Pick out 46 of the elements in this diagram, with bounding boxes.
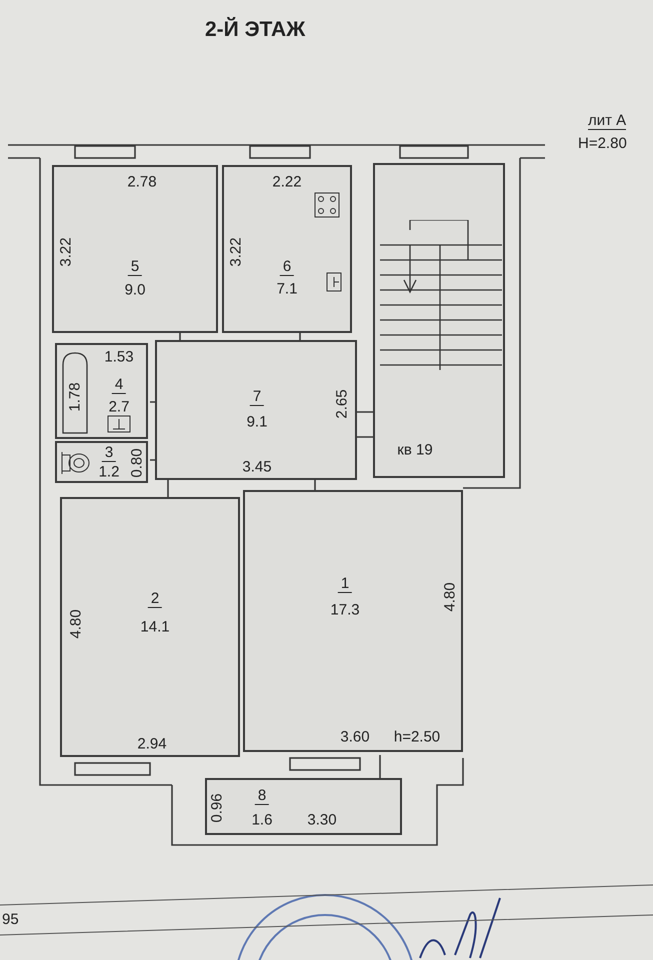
room-area: 14.1 [140,618,170,636]
room-number: 6 [280,258,294,276]
dimension-label: 3.60 [340,728,370,746]
room-area: 2.7 [108,398,130,416]
stairwell-outline [373,163,505,478]
dimension-label: 3.22 [228,237,244,267]
dimension-label: 2.94 [137,736,167,752]
room-number: 2 [148,590,162,608]
room-number: 3 [102,444,116,462]
room-area: 1.2 [98,464,120,480]
dimension-label: 2.78 [127,174,157,190]
building-letter-label: лит А [588,112,626,130]
dimension-label: 3.45 [242,458,272,476]
room-area: 17.3 [330,602,360,618]
dimension-label: 0.80 [128,448,146,478]
dimension-label: 3.30 [307,812,337,828]
plan-title: 2-Й ЭТАЖ [205,18,306,42]
dimension-label: 4.80 [68,609,84,639]
room-outline [243,490,463,752]
dimension-label: 0.96 [208,793,226,823]
room-outline [55,441,148,483]
room-area: 9.0 [124,282,146,298]
room-area: 9.1 [246,414,268,430]
room-number: 8 [254,787,270,805]
dimension-label: 1.53 [104,348,134,366]
room-outline [155,340,357,480]
apartment-label: кв 19 [397,442,433,458]
page-number: 95 [2,911,19,928]
dimension-label: 1.78 [66,382,84,412]
room-outline [52,165,218,333]
dimension-label: 4.80 [442,582,458,612]
room-number: 4 [112,376,126,394]
room-area: 7.1 [276,280,298,298]
dimension-label: 3.22 [58,237,74,267]
dimension-label: 2.65 [334,389,350,419]
room-outline [55,343,148,439]
balcony-outline [205,778,402,835]
room-outline [60,497,240,757]
room-number: 7 [250,388,264,406]
room-area: 1.6 [252,812,272,828]
room-number: 5 [128,258,142,276]
ceiling-height-label: H=2.80 [578,135,627,152]
dimension-label: 2.22 [272,174,302,190]
room-number: 1 [338,575,352,593]
room-outline [222,165,352,333]
dimension-label: h=2.50 [394,728,440,746]
